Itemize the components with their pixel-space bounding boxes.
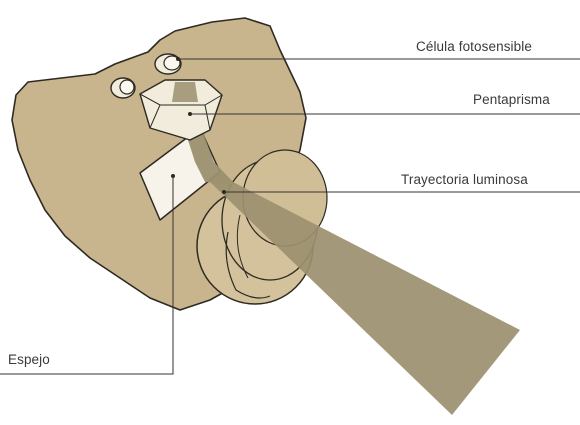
label-espejo: Espejo (8, 352, 50, 367)
label-celula-fotosensible: Célula fotosensible (416, 39, 532, 54)
left-knob (111, 78, 135, 98)
photocell-knob (155, 54, 181, 74)
label-trayectoria-luminosa: Trayectoria luminosa (401, 172, 528, 187)
label-pentaprisma: Pentaprisma (473, 92, 550, 107)
